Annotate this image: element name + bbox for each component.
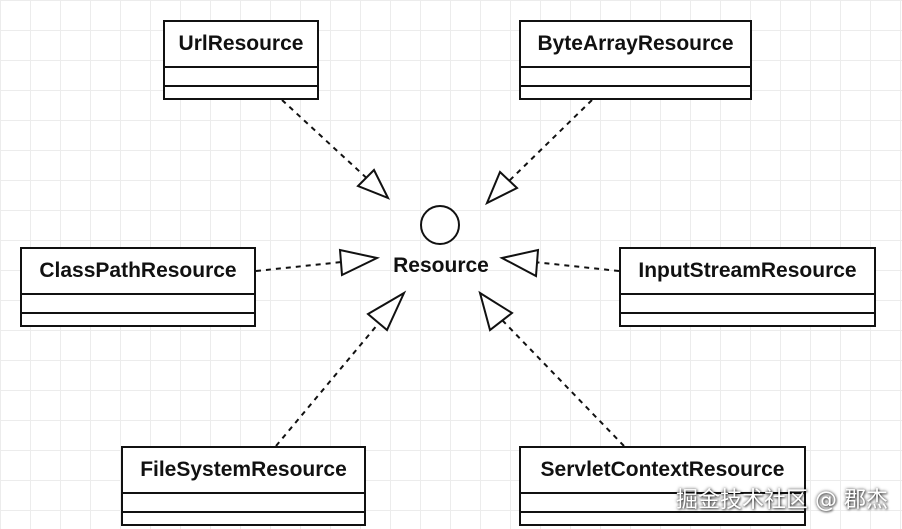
class-name-servletcontextresource: ServletContextResource: [521, 448, 804, 494]
connector-classpath-to-resource: [255, 261, 343, 272]
class-methods-compartment: [521, 87, 750, 102]
class-methods-compartment: [123, 513, 364, 528]
class-methods-compartment: [22, 314, 254, 329]
class-methods-compartment: [521, 513, 804, 528]
class-name-filesystemresource: FileSystemResource: [123, 448, 364, 494]
connector-inputstream-to-resource: [533, 261, 620, 272]
connector-servlet-to-resource: [502, 320, 625, 447]
class-attributes-compartment: [22, 295, 254, 314]
interface-lollipop-circle: [420, 205, 460, 245]
class-name-bytearrayresource: ByteArrayResource: [521, 22, 750, 68]
class-box-classpathresource: ClassPathResource: [20, 247, 256, 327]
class-attributes-compartment: [123, 494, 364, 513]
class-methods-compartment: [621, 314, 874, 329]
arrowhead-url-to-resource: [356, 168, 391, 200]
class-attributes-compartment: [165, 68, 317, 87]
arrowhead-inputstream-to-resource: [499, 248, 540, 278]
watermark-text: 掘金技术社区 @ 郡杰: [676, 488, 888, 513]
class-attributes-compartment: [521, 494, 804, 513]
class-box-bytearrayresource: ByteArrayResource: [519, 20, 752, 100]
arrowhead-classpath-to-resource: [338, 248, 381, 277]
connector-url-to-resource: [281, 99, 373, 184]
class-methods-compartment: [165, 87, 317, 102]
interface-resource-label: Resource: [393, 254, 489, 277]
connector-bytearray-to-resource: [507, 99, 593, 183]
class-box-inputstreamresource: InputStreamResource: [619, 247, 876, 327]
class-box-filesystemresource: FileSystemResource: [121, 446, 366, 526]
class-box-urlresource: UrlResource: [163, 20, 319, 100]
arrowhead-servlet-to-resource: [478, 290, 514, 332]
class-attributes-compartment: [621, 295, 874, 314]
class-name-urlresource: UrlResource: [165, 22, 317, 68]
arrowhead-bytearray-to-resource: [485, 170, 519, 206]
class-name-inputstreamresource: InputStreamResource: [621, 249, 874, 295]
arrowhead-filesystem-to-resource: [366, 290, 407, 332]
class-attributes-compartment: [521, 68, 750, 87]
connector-filesystem-to-resource: [275, 323, 379, 447]
class-name-classpathresource: ClassPathResource: [22, 249, 254, 295]
class-box-servletcontextresource: ServletContextResource: [519, 446, 806, 526]
